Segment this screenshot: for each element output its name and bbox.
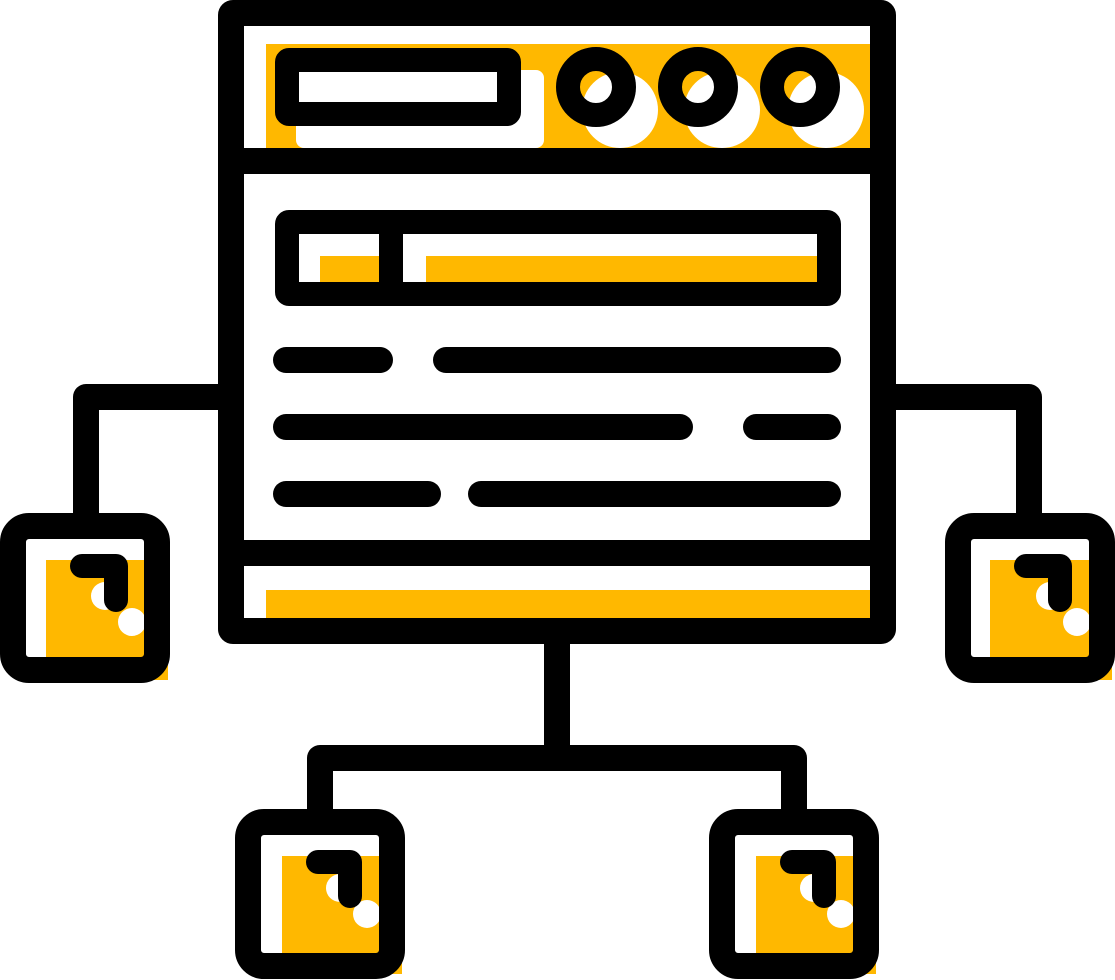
connector-left xyxy=(73,384,218,528)
browser-window-frame xyxy=(218,0,896,644)
node-br-highlight-2 xyxy=(827,900,855,928)
accent-fills xyxy=(46,44,1112,974)
node-bl-corner-icon xyxy=(306,850,362,908)
connector-right xyxy=(896,384,1042,528)
footer-accent xyxy=(266,590,870,618)
address-bar xyxy=(275,48,521,126)
connector-branch xyxy=(307,745,807,822)
node-right-corner-icon xyxy=(1014,554,1072,612)
node-box-right xyxy=(945,513,1115,683)
node-box-bottom-left xyxy=(235,809,405,979)
node-right-highlight-2 xyxy=(1063,608,1091,636)
node-box-left xyxy=(0,513,170,683)
window-dot-1-icon xyxy=(556,47,636,127)
node-bl-highlight-2 xyxy=(353,900,381,928)
window-dot-2-icon xyxy=(658,47,738,127)
search-bar xyxy=(275,210,841,306)
node-box-bottom-right xyxy=(709,809,879,979)
node-br-corner-icon xyxy=(780,850,836,908)
node-left-corner-icon xyxy=(70,554,128,612)
search-left-accent xyxy=(320,256,380,282)
search-right-accent xyxy=(426,256,818,282)
window-dot-3-icon xyxy=(760,47,840,127)
node-left-highlight-2 xyxy=(118,608,146,636)
